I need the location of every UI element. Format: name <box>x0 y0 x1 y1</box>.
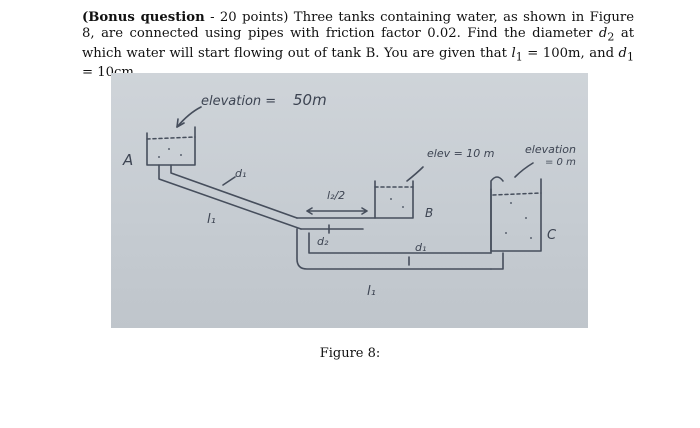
elevation-b-label: elev = 10 m <box>427 147 495 160</box>
tank-c-water <box>492 192 542 196</box>
var-d1-sub: 1 <box>627 50 634 64</box>
tank-c-outline <box>490 178 542 252</box>
d1-arrow-top <box>222 176 236 186</box>
elevation-a-value: 50m <box>293 91 327 109</box>
var-d2-sub: 2 <box>607 30 615 44</box>
l2-half-label: l₂/2 <box>327 189 345 202</box>
pipe-a-top <box>158 164 302 230</box>
l1-left-label: l₁ <box>207 212 216 227</box>
l1-bottom-label: l₁ <box>367 284 376 299</box>
tank-c-label: C <box>547 228 557 243</box>
tank-a-water <box>146 136 196 140</box>
d2-label: d₂ <box>317 235 329 248</box>
tank-a-outline <box>146 126 196 166</box>
d1-top-label: d₁ <box>235 167 246 180</box>
question-label: (Bonus question <box>82 10 205 25</box>
figure-photo: elevation = 50m A d₁ l₁ l₂/2 d₂ elev = 1… <box>111 73 588 328</box>
var-l1-sub: 1 <box>515 50 523 64</box>
elevation-c-label: elevation <box>525 143 576 156</box>
pipe-down-left <box>296 228 492 270</box>
tank-sketch: elevation = 50m A d₁ l₁ l₂/2 d₂ elev = 1… <box>122 91 576 299</box>
question-text-2: at which water will start flowing out of… <box>82 26 634 61</box>
elevation-a-label: elevation = <box>201 94 276 109</box>
pipe-a-bottom <box>170 164 298 219</box>
question-text: (Bonus question - 20 points) Three tanks… <box>82 10 634 81</box>
figure-caption: Figure 8: <box>319 346 381 361</box>
pipe-down-right <box>308 232 492 254</box>
elevation-c-value: = 0 m <box>545 157 576 168</box>
pipe-c-left <box>490 176 504 254</box>
tank-b-label: B <box>425 206 433 220</box>
l2-half-arrow <box>306 207 368 215</box>
tank-a-label: A <box>122 151 133 169</box>
elevation-c-arrow <box>514 162 534 178</box>
d1-right-label: d₁ <box>415 241 426 254</box>
pipe-c-right <box>490 252 504 270</box>
question-and: , and <box>580 45 619 61</box>
var-d2: d <box>598 26 608 41</box>
question-text-1: 20 points) Three tanks containing water,… <box>82 10 634 41</box>
eq-l1: = 100m <box>522 45 581 61</box>
var-d1: d <box>618 45 627 61</box>
tank-b-outline <box>374 180 414 219</box>
elevation-a-arrow <box>176 106 202 128</box>
question-sep: - <box>204 10 220 25</box>
var-l1: l <box>511 45 516 61</box>
